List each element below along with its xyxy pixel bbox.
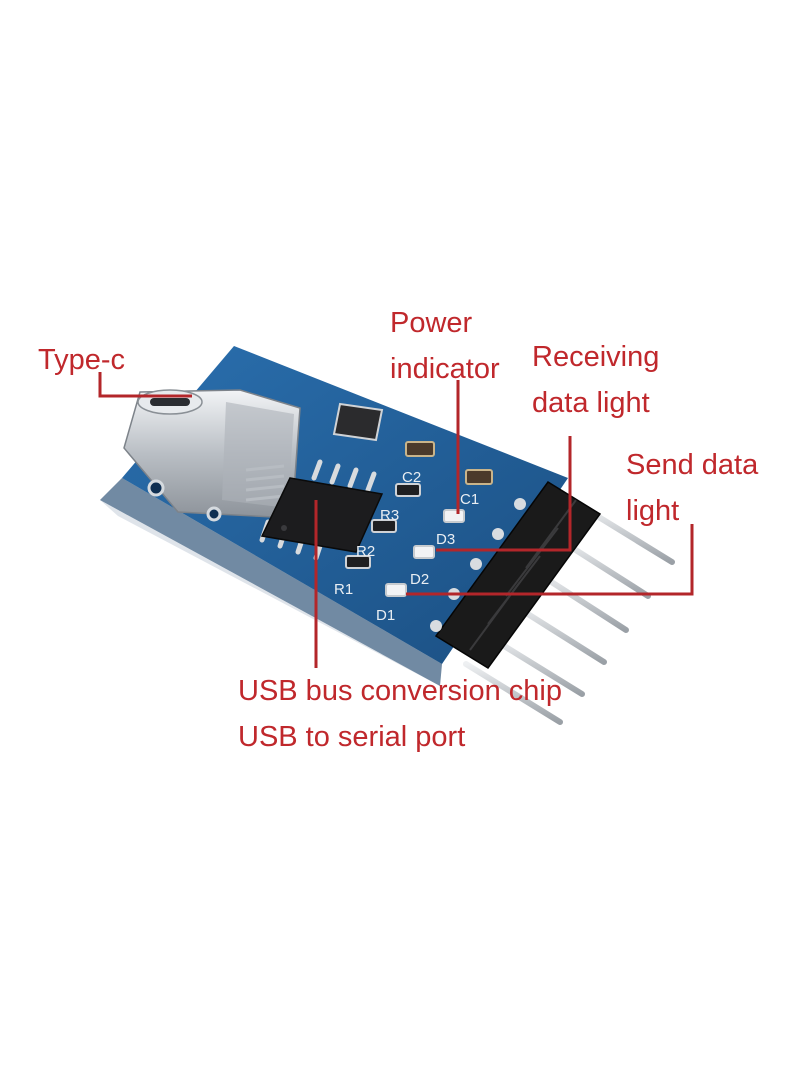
silk-r2: R2 [356, 543, 375, 560]
silk-d3: D3 [436, 531, 455, 548]
send-line-1: Send data [626, 449, 759, 481]
power-indicator-line-1: Power [390, 307, 473, 339]
receiving-line-1: Receiving [532, 341, 660, 373]
mounting-holes [147, 479, 222, 522]
send-line-2: light [626, 495, 680, 527]
led-d3 [443, 509, 465, 523]
silk-d2: D2 [410, 571, 429, 588]
usb-serial-chip [259, 459, 384, 561]
chip-label: USB bus conversion chip USB to serial po… [238, 668, 562, 760]
receiving-data-light-label: Receiving data light [532, 334, 659, 426]
chip-line-1: USB bus conversion chip [238, 675, 562, 707]
receiving-line-2: data light [532, 387, 650, 419]
resistor-r3 [395, 483, 421, 497]
header-plastic [434, 480, 602, 670]
led-d1 [385, 583, 407, 597]
resistor-r2 [371, 519, 397, 533]
silk-r1: R1 [334, 581, 353, 598]
hole-2 [206, 506, 222, 522]
regulator-component [332, 402, 384, 442]
leader-receiving [436, 436, 572, 552]
capacitor-c1 [465, 469, 493, 485]
leader-send [406, 524, 694, 596]
leader-type-c [98, 372, 192, 398]
leader-lines [98, 372, 694, 668]
pin-header [430, 480, 675, 725]
resistor-r1 [345, 555, 371, 569]
type-c-label: Type-c [38, 337, 125, 383]
power-indicator-label: Power indicator [390, 300, 500, 392]
chip-line-2: USB to serial port [238, 721, 466, 753]
silkscreen-labels: C2 C1 R3 D3 R2 D2 R1 D1 [334, 469, 479, 624]
power-indicator-line-2: indicator [390, 353, 500, 385]
silk-c1: C1 [460, 491, 479, 508]
smd-components [345, 441, 493, 597]
led-d2 [413, 545, 435, 559]
hole-1 [147, 479, 165, 497]
type-c-label-text: Type-c [38, 344, 126, 376]
silk-c2: C2 [402, 469, 421, 486]
silk-r3: R3 [380, 507, 399, 524]
pcb-underside-edge [100, 478, 442, 686]
send-data-light-label: Send data light [626, 442, 758, 534]
silk-d1: D1 [376, 607, 395, 624]
type-c-pins [245, 464, 285, 502]
capacitor-c2 [405, 441, 435, 457]
